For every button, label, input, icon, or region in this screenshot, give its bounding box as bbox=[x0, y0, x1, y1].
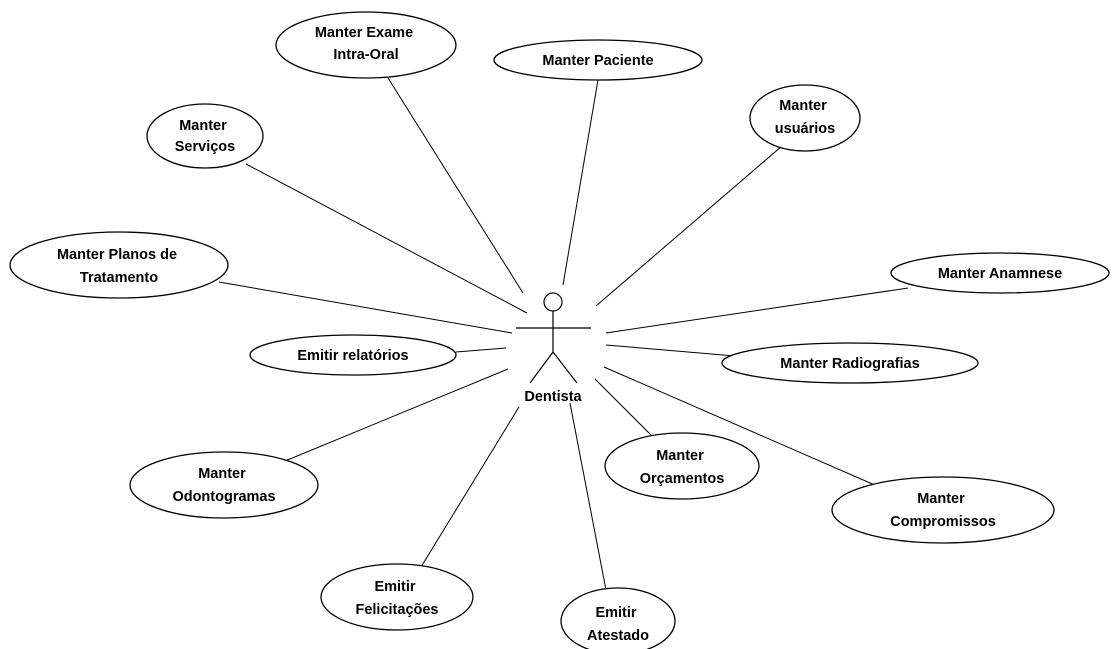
use-case-manter-compromissos: Manter Compromissos bbox=[831, 476, 1055, 544]
use-case-label: Emitir relatórios bbox=[297, 348, 408, 364]
use-case-label: Manter Paciente bbox=[542, 53, 653, 69]
use-case-ellipse bbox=[604, 432, 760, 500]
association-planos bbox=[218, 281, 513, 334]
use-case-ellipse bbox=[9, 231, 229, 299]
use-case-manter-usuarios: Manter usuários bbox=[749, 84, 861, 152]
use-case-manter-servicos: Manter Serviços bbox=[146, 103, 264, 169]
use-case-label: Manter Anamnese bbox=[938, 266, 1062, 282]
use-case-label: Manter Serviços bbox=[175, 118, 235, 155]
use-case-manter-anamnese: Manter Anamnese bbox=[890, 252, 1110, 294]
use-case-ellipse bbox=[831, 476, 1055, 544]
use-case-manter-odontogramas: Manter Odontogramas bbox=[129, 451, 319, 519]
use-case-emitir-felicitacoes: Emitir Felicitações bbox=[320, 563, 474, 631]
use-case-label: Manter Exame Intra-Oral bbox=[315, 25, 417, 63]
use-case-ellipse bbox=[890, 252, 1110, 294]
use-case-label: Manter usuários bbox=[775, 98, 835, 137]
use-case-ellipse bbox=[493, 39, 703, 81]
use-case-label: Manter Radiografias bbox=[780, 356, 919, 372]
use-case-ellipse bbox=[320, 563, 474, 631]
use-case-label: Manter Orçamentos bbox=[640, 448, 725, 487]
association-atestado bbox=[569, 402, 607, 591]
use-case-emitir-relatorios: Emitir relatórios bbox=[249, 334, 457, 376]
use-case-manter-exame-intra-oral: Manter Exame Intra-Oral bbox=[275, 11, 457, 79]
association-orcamentos bbox=[594, 378, 653, 437]
use-case-label: Manter Odontogramas bbox=[172, 466, 275, 505]
association-exame bbox=[387, 77, 524, 294]
use-case-manter-orcamentos: Manter Orçamentos bbox=[604, 432, 760, 500]
use-case-ellipse bbox=[249, 334, 457, 376]
use-case-manter-planos-de-tratamento: Manter Planos de Tratamento bbox=[9, 231, 229, 299]
use-case-ellipse bbox=[721, 342, 979, 384]
association-relatorios bbox=[455, 347, 507, 353]
association-paciente bbox=[562, 79, 599, 286]
use-case-ellipse bbox=[749, 84, 861, 152]
use-case-label: Emitir Atestado bbox=[587, 605, 649, 644]
use-case-manter-radiografias: Manter Radiografias bbox=[721, 342, 979, 384]
association-servicos bbox=[245, 163, 528, 314]
association-radiografias bbox=[605, 344, 736, 357]
use-case-ellipse bbox=[129, 451, 319, 519]
use-case-label: Manter Planos de Tratamento bbox=[57, 247, 181, 286]
association-anamnese bbox=[605, 287, 909, 334]
use-case-manter-paciente: Manter Paciente bbox=[493, 39, 703, 81]
actor-label: Dentista bbox=[524, 389, 582, 405]
association-usuarios bbox=[595, 145, 783, 307]
actor-right-leg bbox=[552, 351, 578, 384]
use-case-label: Emitir Felicitações bbox=[355, 579, 438, 618]
association-compromissos bbox=[603, 366, 878, 487]
associations bbox=[218, 77, 909, 591]
actor-left-leg bbox=[529, 351, 554, 384]
use-case-label: Manter Compromissos bbox=[890, 491, 996, 530]
use-case-ellipse bbox=[275, 11, 457, 79]
use-case-emitir-atestado: Emitir Atestado bbox=[560, 587, 676, 649]
association-odontogramas bbox=[284, 368, 509, 462]
association-felicitacoes bbox=[420, 406, 520, 568]
use-case-ellipse bbox=[146, 103, 264, 169]
actor-head bbox=[543, 292, 563, 312]
use-case-ellipse bbox=[560, 587, 676, 649]
actor-dentista: Dentista bbox=[516, 292, 591, 405]
